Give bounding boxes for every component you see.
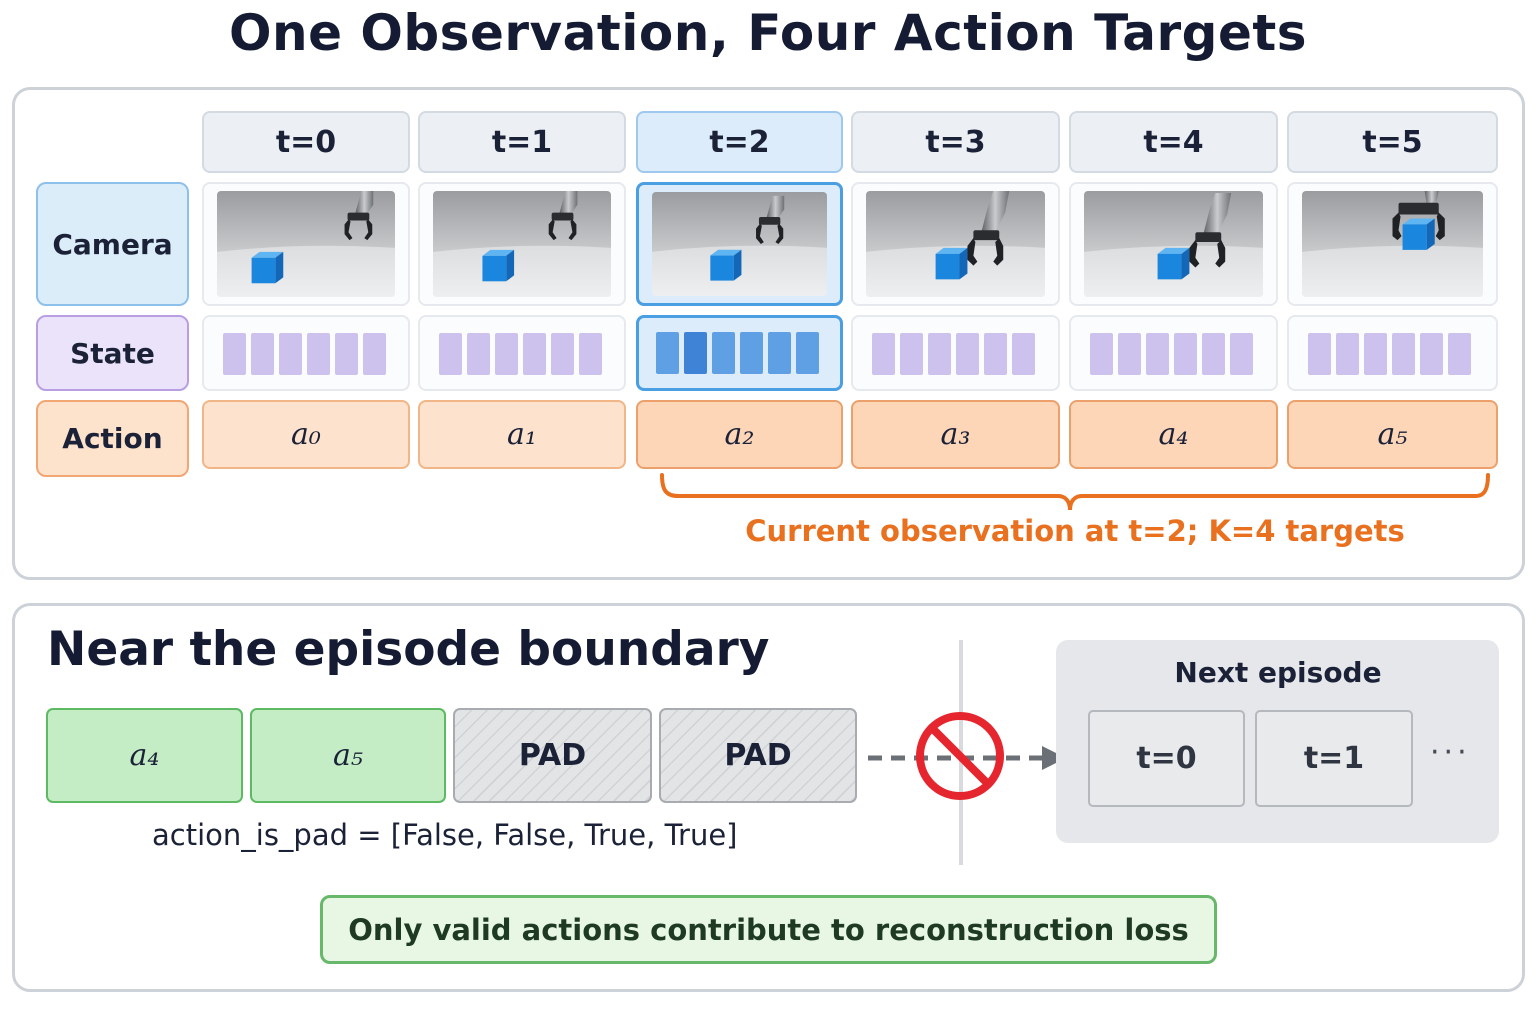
timestep-header: t=4 [1069,111,1278,173]
state-cell-current [636,315,843,391]
action-cell-target: a₃ [851,400,1060,469]
state-cell [851,315,1060,391]
action-cell-target: a₅ [1287,400,1498,469]
ellipsis: ··· [1430,735,1471,770]
state-cell [202,315,410,391]
timestep-header: t=0 [202,111,410,173]
pad-mask-text: action_is_pad = [False, False, True, Tru… [152,818,738,852]
timestep-header: t=5 [1287,111,1498,173]
row-label-state: State [36,315,189,391]
row-label-camera: Camera [36,182,189,306]
camera-frame [202,182,410,306]
next-episode-step: t=0 [1088,710,1245,807]
action-cell: a₀ [202,400,410,469]
camera-frame [418,182,626,306]
valid-action-slot: a₄ [46,708,243,803]
loss-note: Only valid actions contribute to reconst… [320,895,1217,964]
boundary-title: Near the episode boundary [47,622,770,677]
next-episode-step: t=1 [1255,710,1413,807]
pad-slot: PAD [453,708,652,803]
camera-frame [851,182,1060,306]
prohibited-icon [916,712,1004,800]
next-episode-title: Next episode [1174,656,1382,689]
camera-frame [1069,182,1278,306]
state-cell [1287,315,1498,391]
pad-slot: PAD [659,708,857,803]
state-cell [418,315,626,391]
valid-action-slot: a₅ [250,708,446,803]
timestep-header: t=3 [851,111,1060,173]
diagram-title: One Observation, Four Action Targets [228,4,1308,62]
timestep-header-current: t=2 [636,111,843,173]
dashed-arrow [868,746,1066,770]
timestep-header: t=1 [418,111,626,173]
action-cell: a₁ [418,400,626,469]
state-cell [1069,315,1278,391]
camera-frame [1287,182,1498,306]
target-caption: Current observation at t=2; K=4 targets [745,514,1405,548]
target-bracket [660,473,1490,511]
camera-frame-current [636,182,843,306]
action-cell-target: a₂ [636,400,843,469]
action-cell-target: a₄ [1069,400,1278,469]
row-label-action: Action [36,400,189,477]
